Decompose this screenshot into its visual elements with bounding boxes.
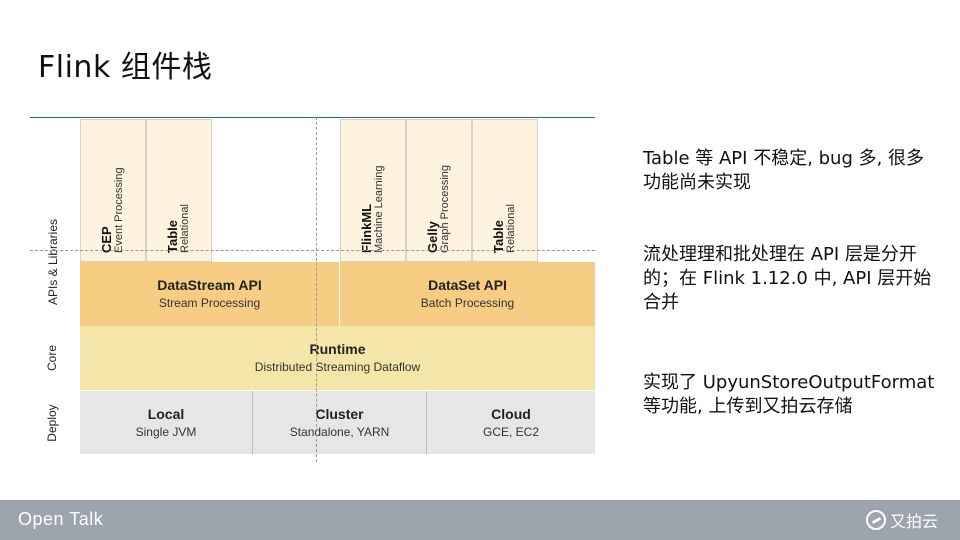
footer-brand: Open Talk: [18, 509, 104, 529]
logo-text: 又拍云: [889, 512, 938, 531]
note-table-api: Table 等 API 不稳定, bug 多, 很多功能尚未实现: [643, 148, 925, 193]
layer-label-core: Core: [45, 345, 59, 372]
runtime-desc: Distributed Streaming Dataflow: [254, 360, 421, 374]
library-name: Table: [165, 220, 180, 253]
deploy-cloud-block: Cloud GCE, EC2: [427, 391, 595, 454]
library-desc: Graph Processing: [439, 164, 451, 253]
library-desc: Event Processing: [113, 167, 125, 253]
api-desc: Stream Processing: [158, 296, 261, 310]
library-desc: Machine Learning: [373, 165, 385, 253]
api-name: DataSet API: [428, 277, 507, 293]
deploy-cluster-block: Cluster Standalone, YARN: [253, 391, 427, 454]
library-name: FlinkML: [359, 203, 374, 253]
note-upyun: 实现了 UpyunStoreOutputFormat 等功能, 上传到又拍云存储: [643, 372, 935, 417]
deploy-name: Cloud: [491, 406, 531, 422]
library-name: Gelly: [425, 221, 440, 253]
api-name: DataStream API: [157, 277, 262, 293]
deploy-local-block: Local Single JVM: [80, 391, 253, 454]
runtime-block: Runtime Distributed Streaming Dataflow: [80, 326, 595, 390]
library-desc: Relational: [505, 204, 517, 253]
deploy-name: Cluster: [315, 406, 364, 422]
footer-bar: Open Talk 又拍云: [0, 500, 960, 540]
top-rule: [30, 117, 595, 118]
deploy-desc: Single JVM: [135, 425, 197, 439]
layer-label-apis: APIs & Libraries: [46, 218, 60, 306]
upyun-logo: 又拍云: [865, 508, 938, 532]
slide-title: Flink 组件栈: [38, 50, 213, 85]
runtime-name: Runtime: [309, 341, 366, 357]
dashed-divider-vertical: [316, 117, 317, 462]
layer-label-deploy: Deploy: [45, 404, 59, 442]
api-desc: Batch Processing: [420, 296, 515, 310]
datastream-api-block: DataStream API Stream Processing: [80, 262, 340, 326]
library-desc: Relational: [179, 204, 191, 253]
deploy-desc: GCE, EC2: [482, 425, 539, 439]
library-name: Table: [491, 220, 506, 253]
note-stream-batch: 流处理理和批处理在 API 层是分开的；在 Flink 1.12.0 中, AP…: [643, 244, 932, 313]
dashed-divider-horizontal: [30, 250, 595, 251]
upyun-logo-icon: [865, 510, 886, 530]
dataset-api-block: DataSet API Batch Processing: [340, 262, 595, 326]
deploy-desc: Standalone, YARN: [289, 425, 390, 439]
library-name: CEP: [99, 226, 114, 253]
deploy-name: Local: [147, 406, 185, 422]
